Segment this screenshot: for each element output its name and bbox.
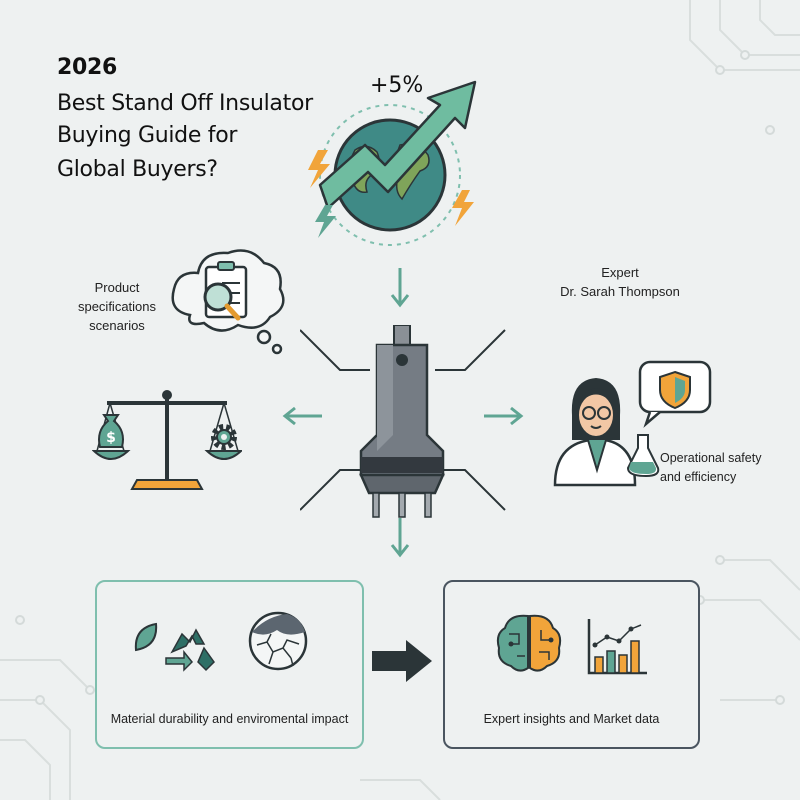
title-year: 2026 — [57, 55, 118, 80]
brain-icon — [496, 614, 562, 672]
expert-caption-line-1: Expert — [601, 265, 639, 280]
product-caption-line-2: specifications — [77, 299, 157, 314]
lightning-icon — [308, 150, 330, 188]
arrow-left-icon — [282, 406, 322, 426]
leaf-icon — [134, 622, 158, 652]
recycle-icon — [134, 622, 215, 672]
growth-arrow-icon — [318, 80, 477, 210]
arrow-right-icon — [484, 406, 524, 426]
thought-cloud-icon — [171, 249, 285, 355]
dollar-bag-icon: $ — [98, 414, 124, 448]
svg-text:$: $ — [106, 430, 116, 446]
material-durability-label: Material durability and enviromental imp… — [110, 712, 349, 726]
title-line-2: Buying Guide for — [57, 123, 238, 148]
arrow-down-icon — [390, 518, 410, 558]
safety-caption-line-2: and efficiency — [660, 470, 737, 484]
cracked-material-icon — [248, 611, 308, 671]
expert-insights-card: Expert insights and Market data — [443, 580, 700, 749]
connector-lines — [300, 329, 506, 511]
balance-scale-icon: $ — [92, 390, 242, 490]
expert-caption: Expert Dr. Sarah Thompson — [530, 263, 710, 301]
bar-chart-icon — [587, 619, 647, 675]
material-durability-card: Material durability and enviromental imp… — [95, 580, 364, 749]
safety-caption: Operational safety and efficiency — [660, 449, 761, 487]
lightning-icon — [315, 205, 336, 238]
growth-label: +5% — [370, 73, 424, 98]
expert-name: Dr. Sarah Thompson — [560, 284, 680, 299]
speech-bubble — [638, 360, 712, 428]
clipboard-magnifier-icon — [203, 261, 248, 321]
product-caption-line-3: scenarios — [89, 318, 145, 333]
product-caption: Product specifications scenarios — [72, 278, 162, 335]
title-line-1: Best Stand Off Insulator — [57, 91, 313, 116]
globe-growth-illustration — [308, 80, 477, 246]
title-line-3: Global Buyers? — [57, 157, 218, 182]
expert-insights-label: Expert insights and Market data — [483, 712, 660, 726]
lightning-icon — [452, 190, 474, 226]
product-caption-line-1: Product — [94, 280, 140, 295]
arrow-down-icon — [390, 268, 410, 308]
insulator-icon — [359, 325, 445, 518]
safety-caption-line-1: Operational safety — [660, 451, 762, 465]
arrow-right-bold-icon — [372, 640, 432, 682]
gear-icon — [211, 424, 237, 450]
scientist-icon — [553, 360, 712, 487]
